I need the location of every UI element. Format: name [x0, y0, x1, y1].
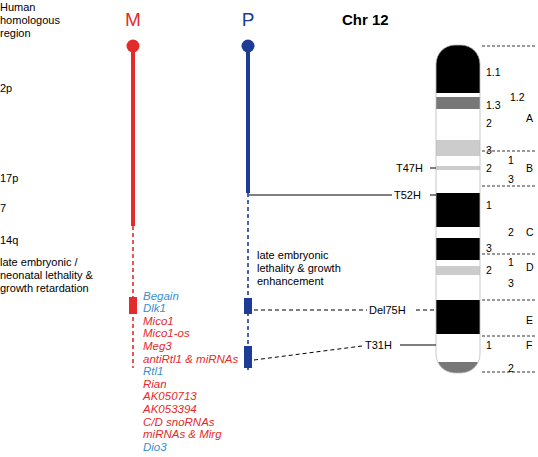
boundary-line [482, 186, 537, 187]
breakpoint-label: T52H [394, 189, 421, 202]
gene-name: Rian [143, 378, 167, 391]
band [436, 300, 480, 334]
band-label: 3 [486, 242, 492, 255]
breakpoint-label: Del75H [369, 304, 406, 317]
band-label: 2 [486, 117, 492, 130]
leader-line [249, 195, 392, 196]
leader-line [400, 345, 436, 346]
leader-line [416, 310, 436, 311]
chromosome-dashed [247, 193, 249, 370]
phenotype-note: late embryonic lethality & growth enhanc… [257, 249, 363, 288]
gene-name: antiRtl1 & miRNAs [143, 353, 238, 366]
gene-name: Mico1 [143, 315, 174, 328]
leader-line [254, 310, 367, 311]
gene-name: Dlk1 [143, 302, 166, 315]
band-label: 3 [508, 277, 514, 290]
chromosome-ideogram [436, 45, 480, 373]
region-letter: A [526, 112, 533, 125]
band-label: 3 [486, 144, 492, 157]
gene-name: Rtl1 [143, 365, 163, 378]
phenotype-note: late embryonic / neonatal lethality & gr… [0, 256, 120, 295]
leader-line [430, 195, 436, 196]
band-label: 1.2 [510, 91, 525, 104]
gene-name: Mico1-os [143, 327, 190, 340]
chromosome-label: M [118, 10, 148, 30]
gene-name: Meg3 [143, 340, 172, 353]
band [436, 166, 480, 170]
band-label: 2 [486, 162, 492, 175]
region-box [244, 298, 252, 314]
region-box [129, 297, 137, 314]
breakpoint-lines [249, 168, 436, 360]
homology-label: 2p [0, 82, 12, 95]
region-letter: E [526, 314, 533, 327]
region-boundaries [482, 46, 537, 372]
gene-name: AK053394 [143, 403, 197, 416]
chromosome: P [233, 6, 263, 380]
chromosome-solid [131, 46, 135, 226]
gene-name: C/D snoRNAs [143, 416, 215, 429]
chromosome-solid [246, 46, 250, 193]
band [436, 140, 480, 156]
homology-label: 14q [0, 234, 18, 247]
band [436, 238, 480, 260]
band [436, 266, 480, 275]
breakpoint-label: T47H [396, 162, 423, 175]
gene-name: miRNAs & Mirg [143, 428, 222, 441]
gene-name: AK050713 [143, 390, 197, 403]
band-label: 1 [508, 154, 514, 167]
band-label: 1 [508, 256, 514, 269]
band [436, 193, 480, 227]
note: Human homologous region [0, 1, 78, 40]
band-label: 1.3 [486, 99, 501, 112]
band [436, 97, 480, 109]
ideogram-outline [436, 45, 480, 373]
band [436, 45, 480, 373]
boundary-line [482, 254, 537, 255]
band-label: 2 [508, 362, 514, 375]
boundary-line [482, 336, 537, 337]
region-letter: C [526, 226, 534, 239]
band-label: 1.1 [486, 66, 501, 79]
band [436, 362, 480, 373]
boundary-line [482, 46, 537, 47]
region-letter: D [526, 261, 534, 274]
chromosome-title: Chr 12 [342, 13, 389, 26]
region-letter: F [526, 339, 532, 352]
band-label: 2 [508, 226, 514, 239]
leader-line [254, 346, 362, 360]
breakpoint-label: T31H [365, 339, 392, 352]
leader-line [430, 168, 436, 169]
homology-label: 7 [0, 202, 6, 215]
band-label: 1 [486, 339, 492, 352]
chromosome-label: P [233, 10, 263, 30]
region-letter: B [526, 162, 533, 175]
chromosome-shape [233, 6, 263, 380]
homology-label: 17p [0, 172, 18, 185]
boundary-line [482, 300, 537, 301]
gene-name: Dio3 [143, 441, 167, 454]
band [436, 45, 480, 93]
gene-name: Begain [143, 290, 179, 303]
band-label: 3 [508, 173, 514, 186]
region-box [244, 346, 252, 368]
band-label: 2 [486, 264, 492, 277]
band-label: 1 [486, 199, 492, 212]
